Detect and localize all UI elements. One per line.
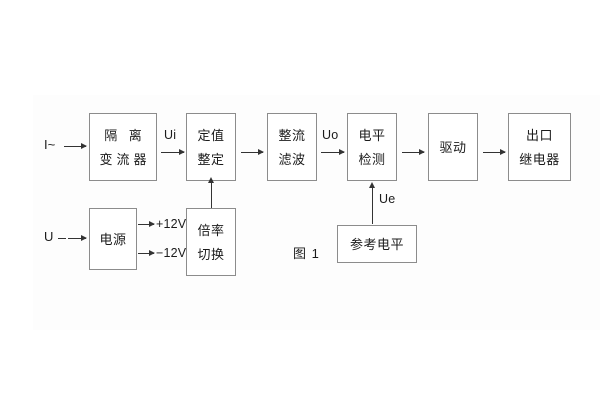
block-multiplier-switch-line2: 切换 <box>197 246 225 262</box>
signal-label-uo: Uo <box>322 128 339 142</box>
block-rectifier-filter-line2: 滤波 <box>278 151 306 167</box>
arrow-rail-negative <box>138 250 155 256</box>
block-rectifier-filter[interactable]: 整流 滤波 <box>267 113 317 181</box>
block-isolation-transformer-line1: 隔 离 <box>104 127 146 143</box>
block-driver-line1: 驱动 <box>439 139 467 155</box>
figure-caption: 图 1 <box>293 246 320 261</box>
block-level-detection[interactable]: 电平 检测 <box>347 113 397 181</box>
block-multiplier-switch-line1: 倍率 <box>197 222 225 238</box>
arrow-rectifier-to-level <box>321 149 345 155</box>
arrow-multiplier-to-setting <box>208 177 214 208</box>
arrow-setting-to-rectifier <box>241 149 264 155</box>
rail-label-positive: +12V <box>156 217 187 231</box>
arrow-driver-to-output-relay <box>483 149 506 155</box>
voltage-input-dash <box>58 238 66 239</box>
block-output-relay-line1: 出口 <box>525 127 553 143</box>
block-setting-adjustment[interactable]: 定值 整定 <box>186 113 236 181</box>
block-output-relay-line2: 继电器 <box>519 151 560 167</box>
arrow-level-to-driver <box>402 149 425 155</box>
block-multiplier-switch[interactable]: 倍率 切换 <box>186 208 236 276</box>
signal-label-ue: Ue <box>379 192 396 206</box>
block-level-detection-line1: 电平 <box>358 127 386 143</box>
block-isolation-transformer-line2: 变流器 <box>99 151 151 167</box>
block-reference-level[interactable]: 参考电平 <box>337 225 417 263</box>
arrow-rail-positive <box>138 221 155 227</box>
rail-label-negative: −12V <box>156 246 187 260</box>
block-level-detection-line2: 检测 <box>358 151 386 167</box>
arrow-voltage-input <box>68 235 87 241</box>
block-driver[interactable]: 驱动 <box>428 113 478 181</box>
block-reference-level-line1: 参考电平 <box>349 236 404 252</box>
arrow-reference-to-level <box>369 182 375 224</box>
arrow-isolation-to-setting <box>161 149 185 155</box>
signal-label-ui: Ui <box>164 128 177 142</box>
block-power-supply-line1: 电源 <box>99 231 127 247</box>
block-power-supply[interactable]: 电源 <box>89 208 137 270</box>
block-output-relay[interactable]: 出口 继电器 <box>508 113 571 181</box>
block-setting-adjustment-line1: 定值 <box>197 127 225 143</box>
current-input-label: I~ <box>44 137 56 152</box>
block-isolation-transformer[interactable]: 隔 离 变流器 <box>89 113 157 181</box>
voltage-input-label: U <box>44 229 54 244</box>
block-rectifier-filter-line1: 整流 <box>278 127 306 143</box>
arrow-current-input <box>64 143 87 149</box>
block-setting-adjustment-line2: 整定 <box>197 151 225 167</box>
